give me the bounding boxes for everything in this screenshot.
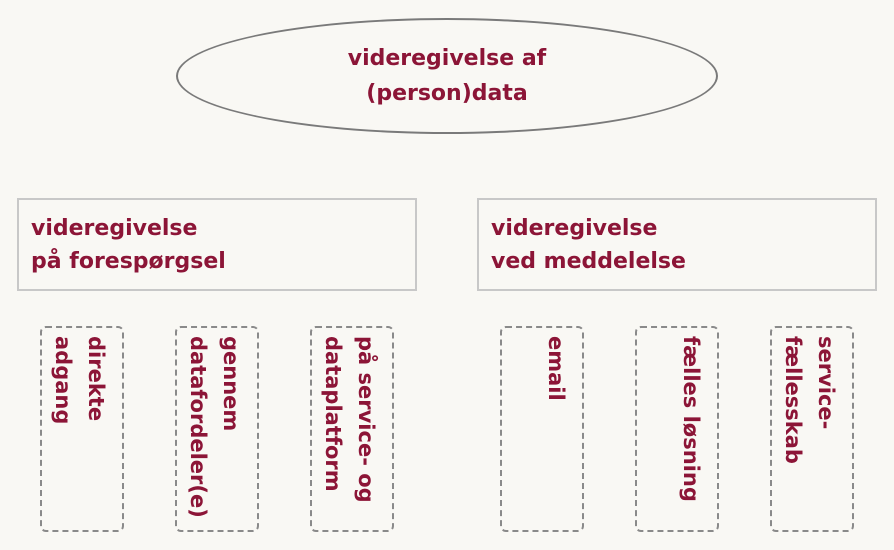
method-service-platform-line-1: på service- og bbox=[354, 336, 378, 503]
category-on-request-line-2: på forespørgsel bbox=[31, 249, 226, 274]
method-service-platform-label: på service- og dataplatform bbox=[316, 336, 382, 503]
method-common-solution: fælles løsning bbox=[635, 326, 719, 532]
method-direct-access-line-1: direkte bbox=[84, 336, 108, 422]
method-service-community-label: service- fællesskab bbox=[776, 336, 842, 464]
method-common-solution-line-1: fælles løsning bbox=[679, 336, 703, 502]
method-data-distributor: gennem datafordeler(e) bbox=[175, 326, 259, 532]
root-node-line-1: videregivelse af bbox=[347, 46, 547, 71]
method-direct-access: direkte adgang bbox=[40, 326, 124, 532]
method-service-platform-line-2: dataplatform bbox=[321, 336, 345, 492]
category-on-request-line-1: videregivelse bbox=[31, 216, 198, 241]
root-node-line-2: (person)data bbox=[366, 81, 528, 106]
method-email: email bbox=[500, 326, 584, 532]
method-data-distributor-line-1: gennem bbox=[219, 336, 243, 432]
category-by-notification-line-1: videregivelse bbox=[491, 216, 658, 241]
method-service-community-line-2: fællesskab bbox=[781, 336, 805, 464]
method-service-community-line-1: service- bbox=[814, 336, 838, 430]
method-email-label: email bbox=[539, 336, 572, 401]
method-email-line-1: email bbox=[544, 336, 568, 401]
method-common-solution-label: fælles løsning bbox=[674, 336, 707, 502]
category-by-notification-line-2: ved meddelelse bbox=[491, 249, 686, 274]
method-service-platform: på service- og dataplatform bbox=[310, 326, 394, 532]
method-direct-access-label: direkte adgang bbox=[46, 336, 112, 424]
method-data-distributor-label: gennem datafordeler(e) bbox=[181, 336, 247, 518]
method-data-distributor-line-2: datafordeler(e) bbox=[186, 336, 210, 518]
root-node: videregivelse af (person)data bbox=[176, 18, 718, 134]
category-on-request: videregivelse på forespørgsel bbox=[17, 198, 417, 291]
method-direct-access-line-2: adgang bbox=[51, 336, 75, 425]
method-service-community: service- fællesskab bbox=[770, 326, 854, 532]
category-by-notification: videregivelse ved meddelelse bbox=[477, 198, 877, 291]
